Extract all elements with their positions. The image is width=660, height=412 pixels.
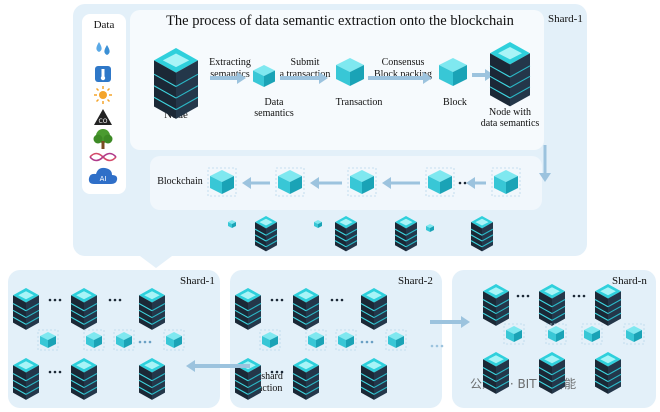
item1-line1: Data xyxy=(264,97,284,108)
cross-shard-line1: Cross-shard xyxy=(235,371,283,382)
shard-1-panel xyxy=(8,270,220,408)
shard-2-label: Shard-2 xyxy=(398,275,433,287)
sun-icon xyxy=(94,86,112,104)
cross-shard-line2: Transaction xyxy=(235,383,283,394)
result-line2: data semantics xyxy=(480,118,540,129)
item1-line2: semantics xyxy=(254,108,294,119)
data-panel xyxy=(82,14,126,194)
shard-n-label: Shard-n xyxy=(612,275,647,287)
watermark: 公众号 · BIT AI智能 xyxy=(470,377,577,391)
page-title: The process of data semantic extraction … xyxy=(166,13,514,29)
svg-text:CO: CO xyxy=(99,118,108,125)
dna-icon xyxy=(89,152,117,162)
shard-1-label: Shard-1 xyxy=(180,275,215,287)
step3-line1: Consensus xyxy=(381,57,425,68)
top-shard-label: Shard-1 xyxy=(548,13,583,25)
ai-cloud-icon: AI xyxy=(88,167,118,184)
item3-label: Block xyxy=(443,97,467,108)
thermometer-icon xyxy=(95,66,111,82)
item2-label: Transaction xyxy=(335,97,383,108)
svg-text:AI: AI xyxy=(100,175,107,183)
water-drops-icon xyxy=(96,42,110,55)
co2-icon: CO xyxy=(94,109,112,125)
step1-line2: semantics xyxy=(210,69,250,80)
step1-line1: Extracting xyxy=(209,57,251,68)
blockchain-label: Blockchain xyxy=(157,176,203,187)
step2-line1: Submit xyxy=(290,57,320,68)
node-label: Node xyxy=(164,109,188,121)
shard-connector xyxy=(140,256,172,268)
step3-line2: Block packing xyxy=(373,69,433,80)
blockchain-panel xyxy=(150,156,542,210)
tree-icon xyxy=(93,129,113,149)
step2-line2: a transaction xyxy=(279,69,331,80)
result-line1: Node with xyxy=(489,107,531,118)
data-label: Data xyxy=(93,19,115,31)
